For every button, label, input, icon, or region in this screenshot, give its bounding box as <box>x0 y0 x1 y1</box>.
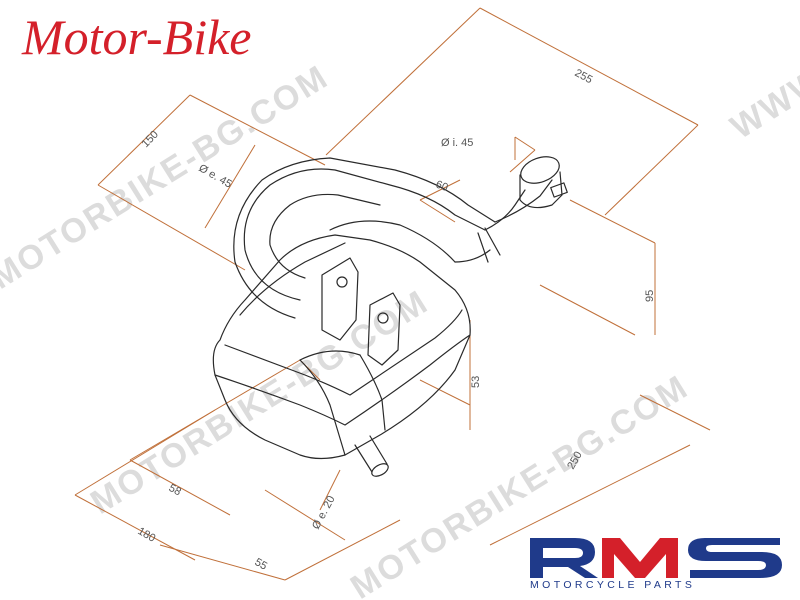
exhaust-drawing <box>212 156 568 477</box>
dim-label-95: 95 <box>644 290 656 302</box>
watermark-text-partial: WWW <box>724 60 800 146</box>
dim-label-58: 58 <box>167 482 183 498</box>
dim-label-150: 150 <box>140 129 161 151</box>
dimension-lines <box>74 7 711 581</box>
rms-logo: MOTORCYCLE PARTS <box>530 538 782 591</box>
rms-logo-letter-m <box>602 538 678 578</box>
dim-label-tail-outer: Ø e. 20 <box>310 494 338 531</box>
rms-logo-tagline: MOTORCYCLE PARTS <box>530 579 695 591</box>
brand-title: Motor-Bike <box>22 9 252 65</box>
dim-label-inlet-inner: Ø i. 45 <box>441 137 473 149</box>
rms-logo-letter-s <box>688 538 782 578</box>
rms-logo-letter-r <box>530 538 598 578</box>
dim-label-255: 255 <box>573 67 595 86</box>
dim-label-53: 53 <box>470 376 482 388</box>
dim-label-pipe-outer: Ø e. 45 <box>197 162 234 190</box>
dim-label-60: 60 <box>434 179 450 194</box>
watermark-layer: MOTORBIKE-BG.COM MOTORBIKE-BG.COM MOTORB… <box>0 58 800 600</box>
dim-label-55: 55 <box>253 556 270 573</box>
dim-label-180: 180 <box>136 525 158 545</box>
